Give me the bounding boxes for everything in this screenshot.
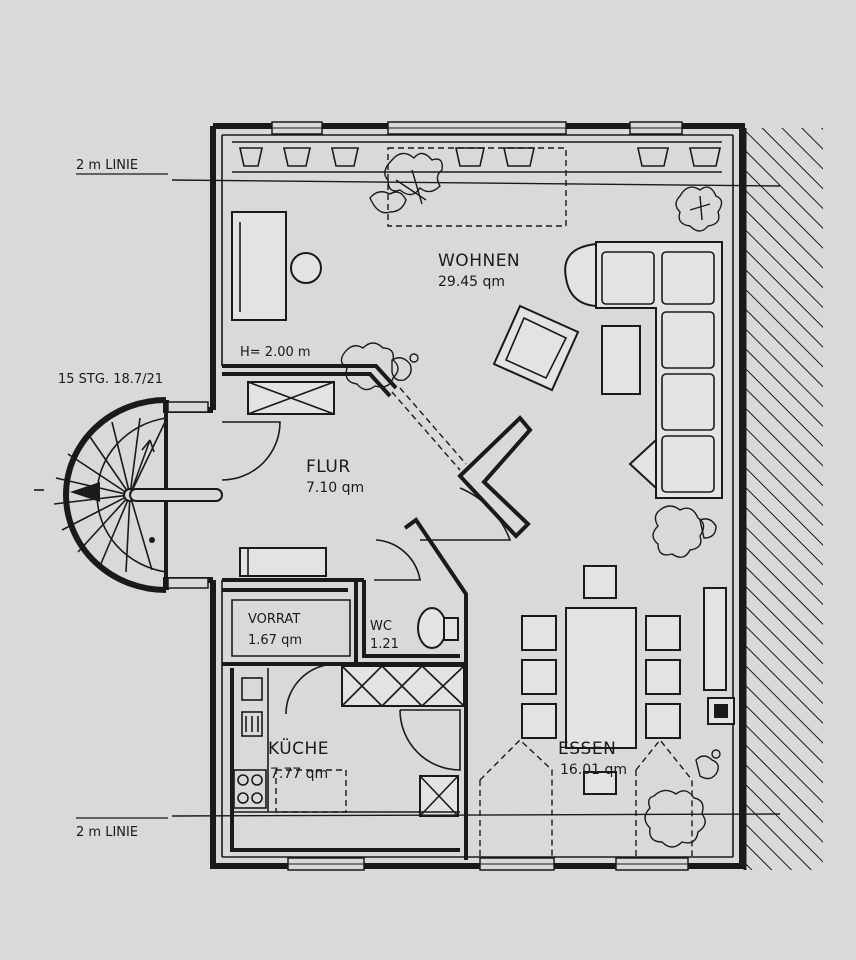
door-swings xyxy=(221,421,512,771)
windows-top xyxy=(271,121,683,135)
shelf-kitchen-hall xyxy=(341,665,465,707)
stove xyxy=(233,769,267,809)
two-meter-line-bottom: 2 m LINIE xyxy=(76,813,781,840)
room-area-kueche: 7.77 qm xyxy=(270,766,328,782)
room-area-flur: 7.10 qm xyxy=(306,480,364,496)
room-name-kueche: KÜCHE xyxy=(268,737,329,759)
corner-sofa xyxy=(564,241,723,499)
room-name-wohnen: WOHNEN xyxy=(438,251,520,271)
room-area-essen: 16.01 qm xyxy=(560,762,627,778)
plant-top xyxy=(369,152,443,214)
inner-walls xyxy=(222,364,533,860)
room-name-vorrat: VORRAT xyxy=(248,612,300,627)
cabinet-kitchen xyxy=(419,775,459,817)
room-area-wohnen: 29.45 qm xyxy=(438,274,505,290)
chimney xyxy=(707,697,735,725)
shelf-flur xyxy=(247,381,335,415)
coffee-table xyxy=(601,325,641,395)
room-area-vorrat: 1.67 qm xyxy=(248,633,302,648)
dining-table xyxy=(521,565,681,795)
dresser-flur xyxy=(239,547,327,577)
armchair xyxy=(492,304,580,392)
height-note: H= 2.00 m xyxy=(240,345,311,360)
sideboard xyxy=(231,211,287,321)
two-meter-line-top: 2 m LINIE xyxy=(76,158,781,187)
room-name-flur: FLUR xyxy=(306,457,351,477)
radiator-right xyxy=(703,587,727,691)
stairs-note: 15 STG. 18.7/21 xyxy=(58,372,163,387)
line-label-bottom: 2 m LINIE xyxy=(76,825,138,840)
hatched-exterior xyxy=(745,128,823,870)
plant-top-right xyxy=(675,186,723,232)
corner-lamp xyxy=(628,437,657,491)
room-area-wc: 1.21 xyxy=(370,637,399,652)
spiral-staircase xyxy=(34,397,223,593)
room-name-wc: WC xyxy=(370,619,392,634)
toilet xyxy=(417,607,459,649)
round-table xyxy=(290,252,322,284)
dining-dashed-bench xyxy=(479,738,693,856)
plant-right-middle xyxy=(652,505,717,558)
windows-bottom xyxy=(287,857,689,871)
top-window-bench xyxy=(232,141,722,227)
room-name-essen: ESSEN xyxy=(558,739,616,759)
line-label-top: 2 m LINIE xyxy=(76,158,138,173)
kitchen-upper-cabinet xyxy=(275,769,347,813)
plant-bottom-right xyxy=(644,749,721,848)
